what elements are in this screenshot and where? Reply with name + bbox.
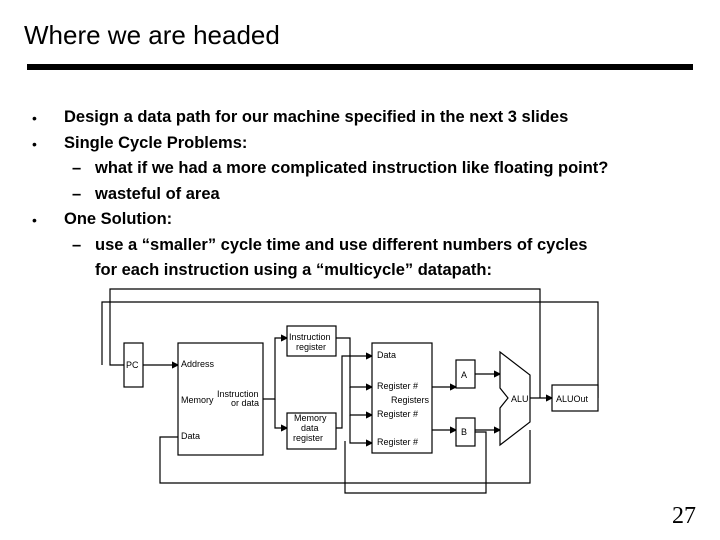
bullet-text: Single Cycle Problems: [64,134,248,152]
sub-bullet-text: wasteful of area [95,185,220,203]
sub-bullet-marker: – [72,236,82,254]
ir-label-1: Instruction [289,332,331,342]
sub-bullet-continuation: for each instruction using a “multicycle… [95,261,492,279]
mdr-label-1: Memory [294,413,327,423]
bullet-marker: • [32,212,37,228]
sub-bullet-marker: – [72,185,82,203]
bullet-text: Design a data path for our machine speci… [64,108,569,126]
reg-number-label-3: Register # [377,437,418,447]
register-file [371,342,433,454]
ir-to-reg2-wire [349,387,374,419]
pc-register [123,342,144,388]
memory-address-label: Address [181,359,215,369]
mem-to-mdr-wire [274,399,289,432]
sub-bullet-marker: – [72,159,82,177]
aluout-to-pc-wire [101,301,599,398]
mem-to-ir-wire [263,334,289,400]
alu-unit [499,350,531,447]
alu-label: ALU [511,394,529,404]
aluout-to-address-wire [159,430,531,484]
registers-label: Registers [391,395,430,405]
ir-label-2: register [296,342,326,352]
a-label: A [461,370,467,380]
ir-to-reg1-wire [336,337,374,391]
b-to-mem-data-wire [344,431,487,494]
sub-bullet-text: what if we had a more complicated instru… [95,159,609,177]
page-number: 27 [672,503,696,529]
bullet-marker: • [32,136,37,152]
title-divider [27,64,693,70]
reg-number-label-2: Register # [377,409,418,419]
bullet-text: One Solution: [64,210,173,228]
mdr-label-2: data [301,423,319,433]
memory-unit [177,342,264,456]
instruction-register [286,325,337,357]
b-label: B [461,427,467,437]
pc-label: PC [126,360,139,370]
reg-number-label-1: Register # [377,381,418,391]
a-register [455,359,476,389]
reg-data-label: Data [377,350,396,360]
alu-to-pc-wire [109,288,541,398]
instruction-or-data-label-1: Instruction [217,389,259,399]
memory-label: Memory [181,395,214,405]
sub-bullet-text: use a “smaller” cycle time and use diffe… [95,236,588,254]
aluout-register [551,384,599,412]
ir-to-reg3-wire [349,415,374,447]
mdr-label-3: register [293,433,323,443]
b-register [455,417,476,447]
mdr-to-reg-data-wire [336,352,374,429]
slide-title: Where we are headed [24,20,280,50]
bullet-marker: • [32,110,37,126]
memory-data-label: Data [181,431,200,441]
memory-data-register [286,412,337,450]
instruction-or-data-label-2: or data [231,398,259,408]
aluout-label: ALUOut [556,394,589,404]
